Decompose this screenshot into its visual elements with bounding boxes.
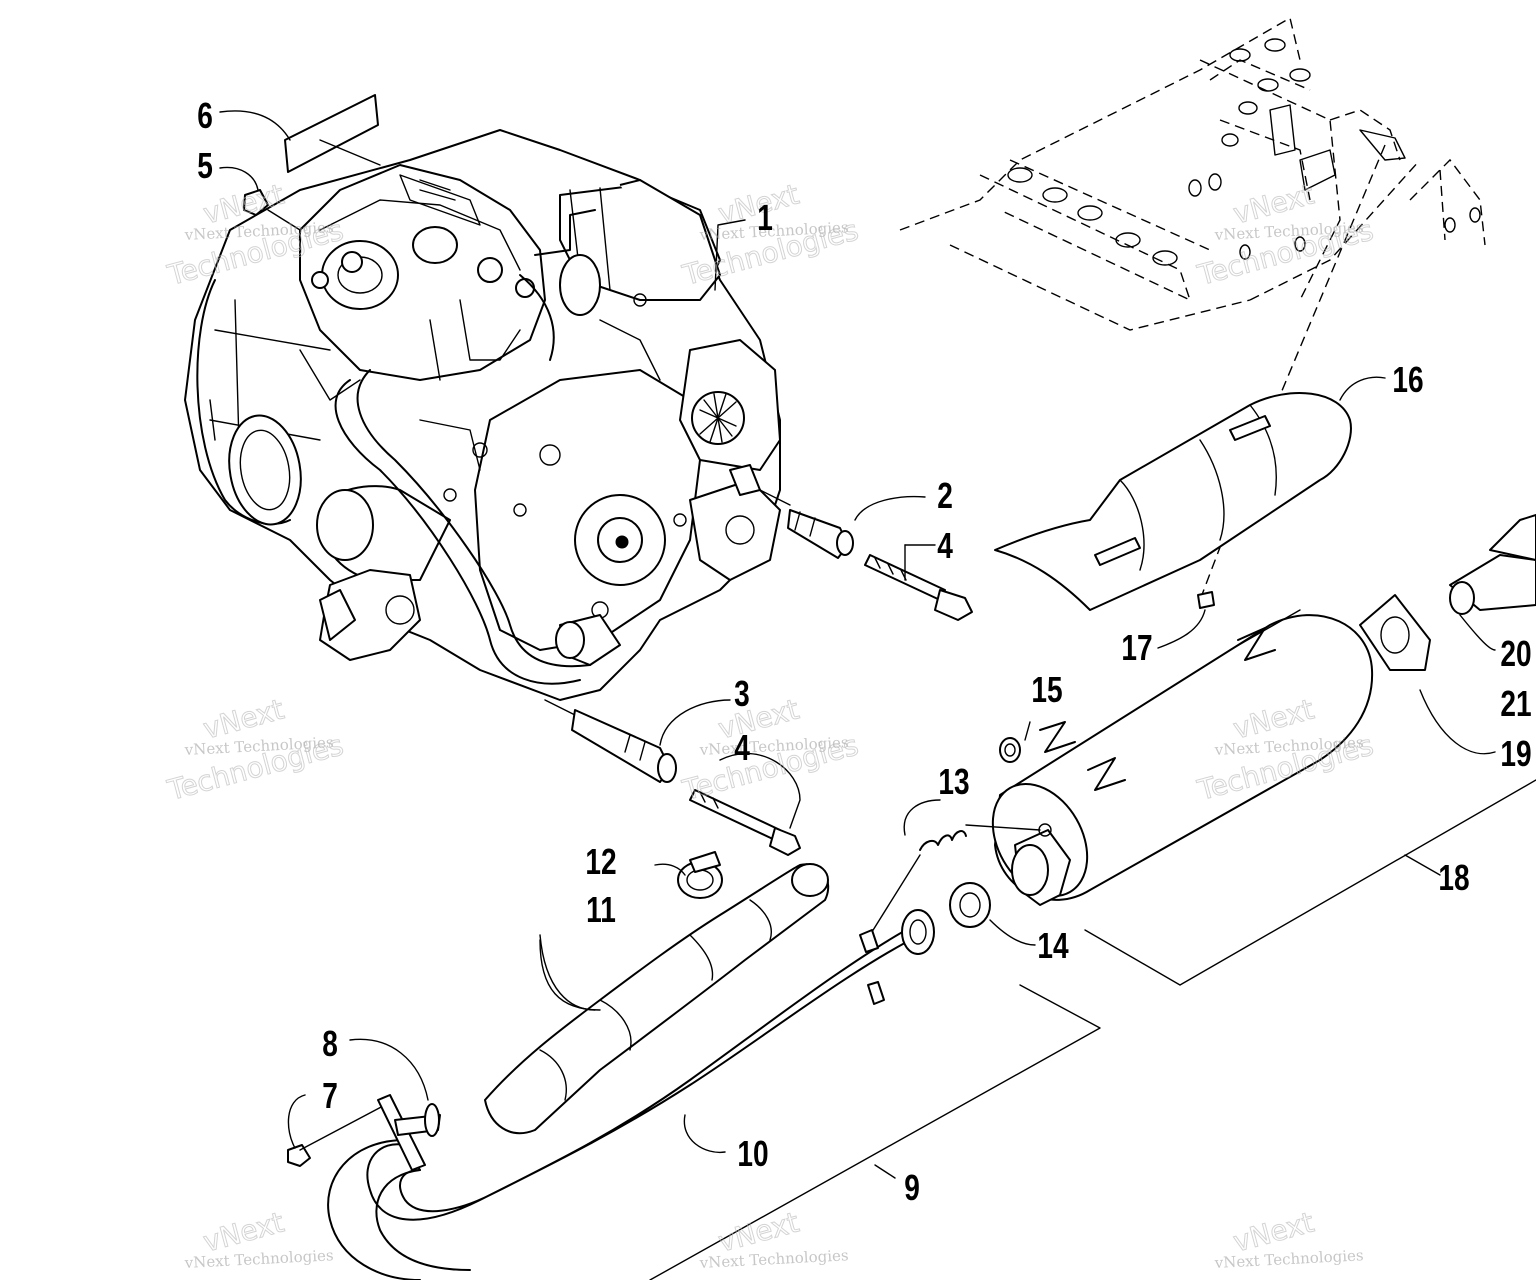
part-13-spring (869, 799, 1041, 936)
callout-labels: 1 2 3 4 4 5 6 7 8 9 10 11 12 13 14 15 16… (197, 96, 1531, 1208)
watermark-4: vNext Technologies Technologies vNext (163, 692, 347, 808)
part-8-gasket (349, 1038, 441, 1171)
part-20-pipe (1449, 514, 1536, 651)
leader-9 (874, 1164, 896, 1179)
callout-18: 18 (1438, 858, 1469, 898)
part-17-bolt (1157, 591, 1215, 649)
part-2-spacer-upper (759, 489, 926, 559)
callout-5: 5 (197, 146, 213, 186)
callout-4-upper: 4 (937, 526, 953, 566)
part-14-gasket (949, 882, 1036, 946)
part-4-bolt-upper (864, 544, 973, 621)
callout-16: 16 (1392, 360, 1423, 400)
part-3-spacer-lower (544, 699, 731, 783)
callout-12: 12 (585, 842, 616, 882)
callout-2: 2 (937, 476, 953, 516)
part-12-clamp (654, 851, 723, 899)
watermark-3: vNext Technologies Technologies vNext (1193, 177, 1377, 293)
part-15-grommet (999, 721, 1031, 763)
callout-1: 1 (757, 198, 773, 238)
part-4-bolt-lower (689, 752, 801, 856)
callout-11: 11 (586, 890, 616, 930)
callout-9: 9 (904, 1168, 920, 1208)
part-7-nut (287, 1094, 386, 1167)
callout-21: 21 (1500, 684, 1531, 724)
callout-3: 3 (734, 674, 750, 714)
part-5-fitting (219, 166, 301, 231)
leader-18-bracket (1084, 779, 1536, 986)
watermark-9: vNext Technologies vNext (1213, 1205, 1364, 1272)
callout-20: 20 (1500, 634, 1531, 674)
callout-4-lower: 4 (734, 728, 750, 768)
part-10-exhaust-pipe (327, 909, 935, 1281)
callout-14: 14 (1037, 926, 1068, 966)
callout-13: 13 (938, 762, 969, 802)
watermark-7: vNext Technologies vNext (183, 1205, 334, 1272)
callout-8: 8 (322, 1024, 338, 1064)
part-16-heat-shield (994, 376, 1386, 611)
leader-11 (539, 934, 596, 1011)
engine-assembly (184, 129, 781, 701)
part-19-flange-gasket (1359, 594, 1496, 755)
part-11-heat-shield (484, 863, 830, 1135)
callout-6: 6 (197, 96, 213, 136)
watermark-5: vNext Technologies Technologies vNext (678, 692, 862, 808)
watermark-8: vNext Technologies vNext (698, 1205, 849, 1272)
callout-19: 19 (1500, 734, 1531, 774)
callout-15: 15 (1031, 670, 1062, 710)
callout-10: 10 (737, 1134, 768, 1174)
leader-1 (714, 219, 746, 291)
leader-9-bracket (649, 984, 1101, 1281)
leader-18 (1404, 854, 1441, 876)
callout-17: 17 (1121, 628, 1152, 668)
frame-reference-dashed (899, 16, 1486, 331)
callout-7: 7 (322, 1076, 338, 1116)
part-6-decal (219, 94, 381, 173)
part-18-muffler (991, 609, 1374, 906)
